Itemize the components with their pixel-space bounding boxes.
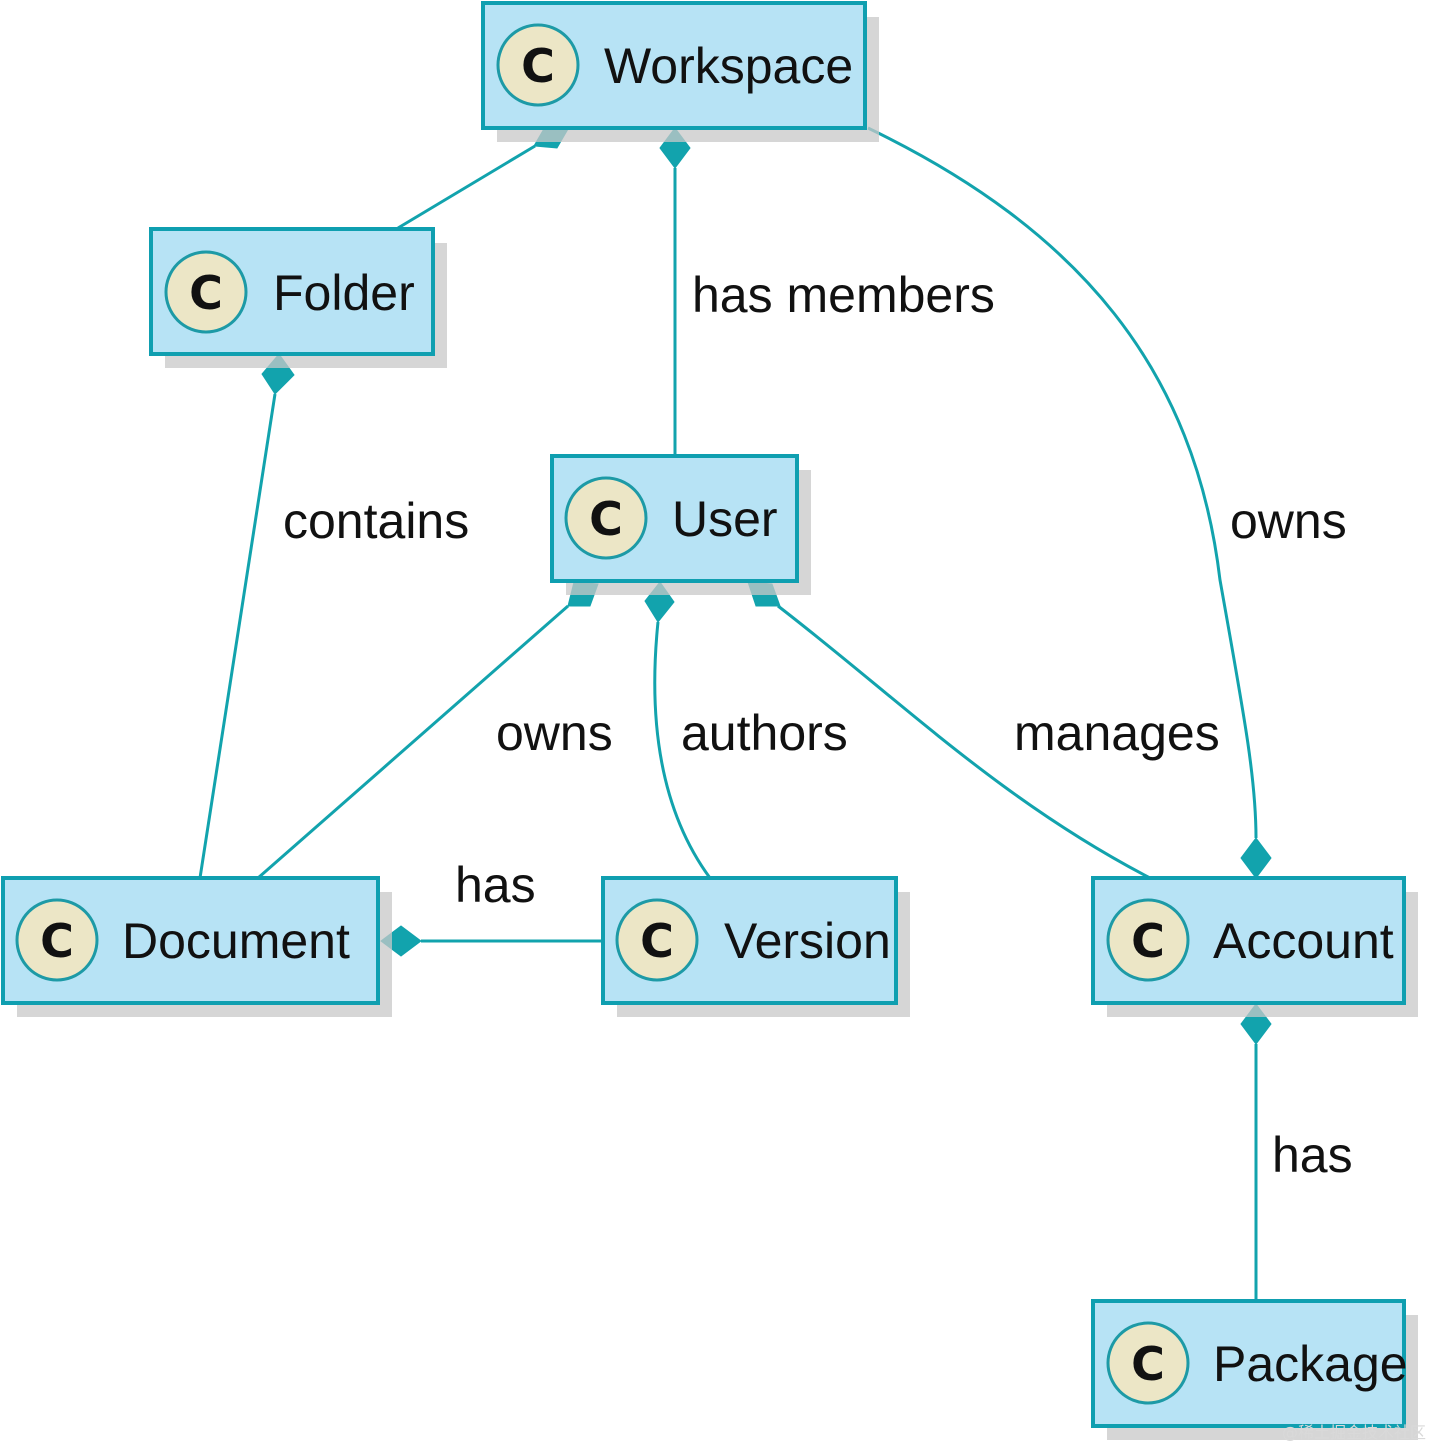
class-name-version: Version	[724, 913, 891, 969]
relation-labels: has members contains owns owns authors m…	[283, 267, 1353, 1183]
class-name-package: Package	[1213, 1336, 1408, 1392]
relation-workspace-folder[interactable]	[397, 144, 536, 230]
label-manages: manages	[1014, 705, 1220, 761]
svg-text:C: C	[521, 39, 555, 93]
relation-folder-document[interactable]	[198, 393, 277, 879]
svg-text:C: C	[589, 492, 623, 546]
label-document-has-version: has	[455, 857, 536, 913]
label-contains: contains	[283, 493, 469, 549]
watermark-text: @稀土掘金技术社区	[1281, 1423, 1426, 1442]
svg-text:C: C	[40, 914, 74, 968]
class-name-document: Document	[122, 913, 350, 969]
svg-text:C: C	[1131, 914, 1165, 968]
class-stereotype-icon: C	[615, 898, 699, 982]
composition-diamond-icon	[1240, 837, 1272, 879]
label-workspace-owns-account: owns	[1230, 493, 1347, 549]
class-user[interactable]: C User	[550, 454, 811, 595]
class-name-folder: Folder	[273, 265, 415, 321]
class-package[interactable]: C Package	[1091, 1299, 1418, 1440]
class-stereotype-icon: C	[1106, 1321, 1190, 1405]
class-document[interactable]: C Document	[1, 876, 392, 1017]
class-account[interactable]: C Account	[1091, 876, 1418, 1017]
label-authors: authors	[681, 705, 848, 761]
label-account-has-package: has	[1272, 1127, 1353, 1183]
svg-text:C: C	[640, 914, 674, 968]
label-user-owns-document: owns	[496, 705, 613, 761]
class-version[interactable]: C Version	[601, 876, 910, 1017]
class-stereotype-icon: C	[15, 898, 99, 982]
class-stereotype-icon: C	[1106, 898, 1190, 982]
relation-workspace-account[interactable]	[867, 126, 1258, 839]
class-stereotype-icon: C	[496, 23, 580, 107]
class-folder[interactable]: C Folder	[149, 227, 447, 368]
svg-text:C: C	[189, 266, 223, 320]
label-has-members: has members	[692, 267, 995, 323]
class-stereotype-icon: C	[564, 476, 648, 560]
class-name-user: User	[672, 491, 778, 547]
relation-user-version[interactable]	[653, 621, 712, 879]
relation-user-account[interactable]	[777, 604, 1151, 880]
class-stereotype-icon: C	[164, 250, 248, 334]
svg-text:C: C	[1131, 1337, 1165, 1391]
class-name-workspace: Workspace	[604, 38, 853, 94]
class-name-account: Account	[1213, 913, 1394, 969]
relation-user-document[interactable]	[257, 604, 569, 880]
class-workspace[interactable]: C Workspace	[481, 1, 879, 142]
